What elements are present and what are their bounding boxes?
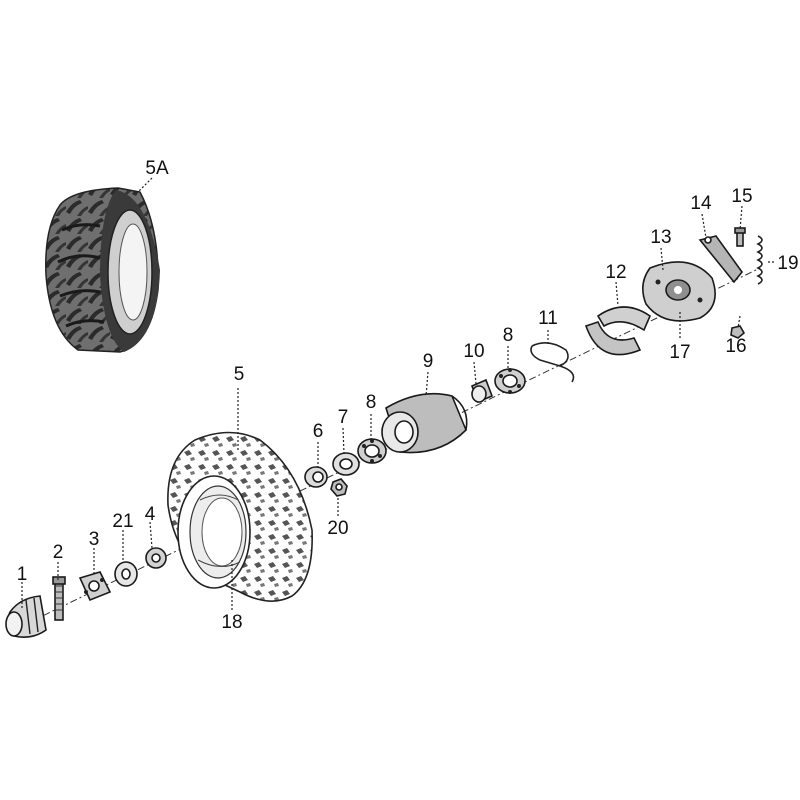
label-part-13: 13	[650, 227, 671, 248]
label-part-15: 15	[731, 186, 752, 207]
part-labels: 1 2 3 21 4 5 5A 18 6 7 8 20 9 10 8 11 12…	[17, 158, 799, 633]
label-part-3: 3	[89, 529, 100, 550]
nut-20-illustration	[330, 478, 348, 497]
label-part-16: 16	[725, 336, 746, 357]
spring-19-illustration	[756, 235, 763, 285]
label-part-2: 2	[53, 542, 64, 563]
label-part-8-lower: 8	[366, 392, 377, 413]
label-part-6: 6	[313, 421, 324, 442]
label-part-14: 14	[690, 193, 712, 214]
nut-16-illustration	[730, 325, 746, 339]
label-part-12: 12	[605, 262, 626, 283]
bearing-8-lower-illustration	[357, 438, 387, 464]
tire-5a-illustration	[45, 187, 160, 353]
bushing-10-illustration	[470, 378, 494, 404]
label-part-4: 4	[145, 504, 156, 525]
label-part-20: 20	[327, 518, 348, 539]
spring-wire-11-illustration	[530, 342, 575, 383]
bearing-8-upper-illustration	[494, 368, 526, 394]
label-part-10: 10	[463, 341, 484, 362]
hub-flange-illustration	[78, 571, 112, 602]
label-part-7: 7	[338, 407, 349, 428]
brake-arm-illustration	[698, 235, 744, 284]
label-part-11: 11	[538, 308, 558, 329]
label-part-5: 5	[234, 364, 245, 385]
washer-21-illustration	[114, 561, 138, 587]
bolt-illustration	[52, 576, 66, 621]
backing-plate-illustration	[642, 261, 716, 322]
leader-lines	[21, 177, 776, 610]
label-part-1: 1	[17, 564, 28, 585]
collar-6-illustration	[304, 466, 328, 488]
label-part-21: 21	[112, 511, 133, 532]
main-tire-illustration	[167, 431, 313, 602]
spacer-4-illustration	[145, 547, 167, 569]
label-part-18: 18	[221, 612, 242, 633]
bolt-15-illustration	[734, 227, 746, 247]
brake-drum-illustration	[381, 392, 468, 454]
label-part-9: 9	[423, 351, 434, 372]
hub-cap-illustration	[5, 595, 47, 638]
brake-shoes-illustration	[584, 306, 651, 356]
label-part-5a: 5A	[145, 158, 169, 179]
label-part-19: 19	[777, 253, 798, 274]
label-part-8-upper: 8	[503, 325, 514, 346]
label-part-17: 17	[669, 342, 690, 363]
seal-7-illustration	[332, 452, 360, 476]
